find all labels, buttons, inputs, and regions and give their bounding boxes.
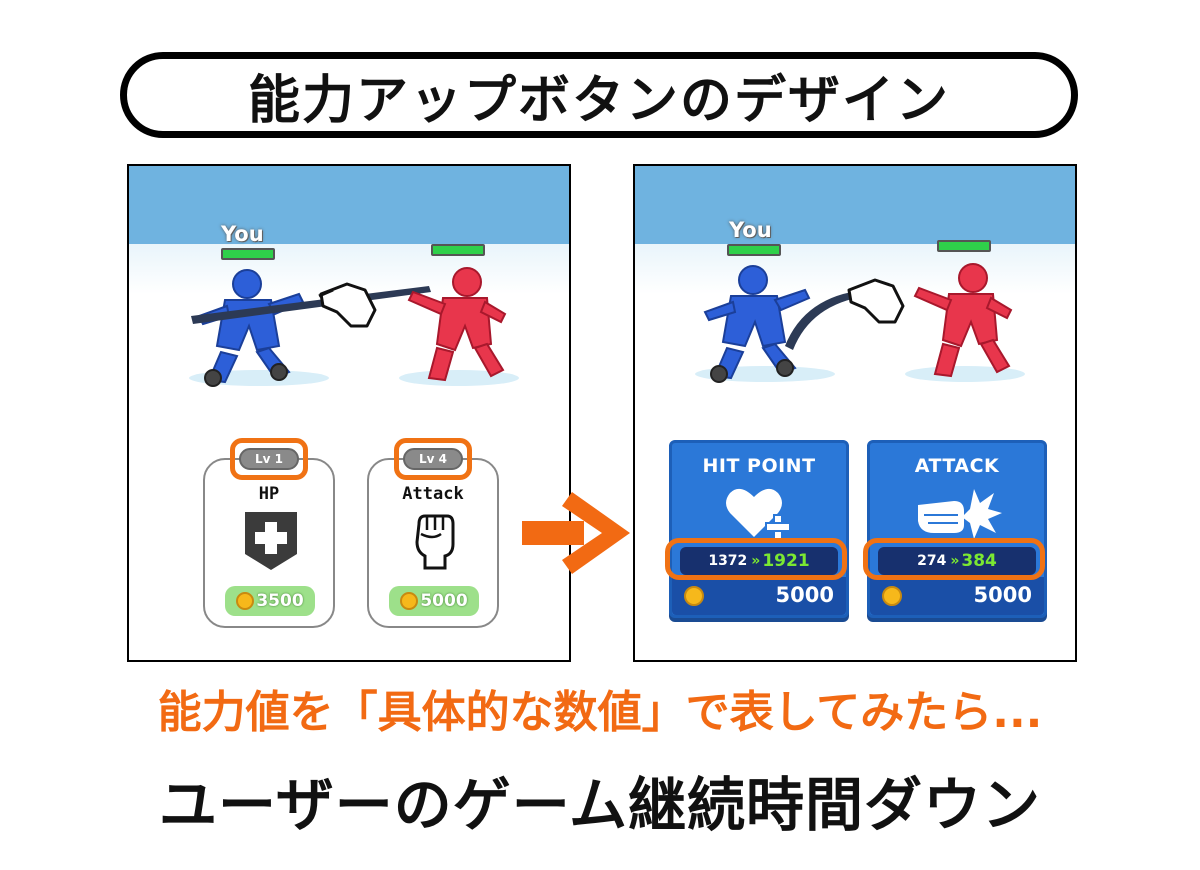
price-button[interactable]: 5000 xyxy=(389,586,479,616)
card-name: Attack xyxy=(402,484,464,504)
attack-upgrade-card[interactable]: ATTACK 274 » 384 5000 xyxy=(867,440,1047,618)
player-label: You xyxy=(221,222,264,246)
fight-scene xyxy=(695,263,1025,383)
enemy-health-bar xyxy=(431,244,485,256)
plus-shield-icon xyxy=(245,512,297,570)
player-health-bar xyxy=(221,248,275,260)
level-badge: Lv 1 xyxy=(239,448,299,470)
stat-preview: 274 » 384 xyxy=(878,547,1036,575)
hit-point-upgrade-card[interactable]: HIT POINT 1372 » 1921 5000 xyxy=(669,440,849,618)
fight-scene xyxy=(189,267,519,387)
player-label: You xyxy=(729,218,772,242)
card-name: HIT POINT xyxy=(702,455,816,477)
stat-highlight xyxy=(665,538,847,580)
old-design-panel: You xyxy=(127,164,571,662)
card-name: HP xyxy=(258,484,280,504)
cost-button[interactable]: 5000 xyxy=(672,577,846,615)
enemy-fighter xyxy=(913,263,1013,378)
sky xyxy=(129,166,569,244)
page-title: 能力アップボタンのデザイン xyxy=(120,52,1078,138)
level-highlight xyxy=(230,438,308,480)
attack-upgrade-card[interactable]: Attack 5000 xyxy=(367,458,499,628)
tap-hand-icon xyxy=(318,282,377,328)
coin-icon xyxy=(882,586,902,606)
heart-plus-icon xyxy=(726,488,791,540)
cost-button[interactable]: 5000 xyxy=(870,577,1044,615)
caption: 能力値を「具体的な数値」で表してみたら... xyxy=(157,687,1043,738)
enemy-shadow xyxy=(399,370,519,386)
coin-icon xyxy=(236,592,255,610)
player-fighter xyxy=(197,269,305,387)
player-fighter xyxy=(703,265,811,383)
card-name: ATTACK xyxy=(914,455,1000,477)
enemy-fighter xyxy=(407,267,507,382)
fist-impact-icon xyxy=(918,489,1002,539)
player-health-bar xyxy=(727,244,781,256)
tap-hand-icon xyxy=(847,278,905,324)
fist-icon xyxy=(415,514,455,570)
coin-icon xyxy=(684,586,704,606)
level-badge: Lv 4 xyxy=(403,448,463,470)
level-highlight xyxy=(394,438,472,480)
stat-highlight xyxy=(863,538,1045,580)
conclusion-text: ユーザーのゲーム継続時間ダウン xyxy=(158,771,1042,839)
stat-preview: 1372 » 1921 xyxy=(680,547,838,575)
sword-icon xyxy=(191,286,431,324)
arrow-right-icon xyxy=(522,492,630,574)
coin-icon xyxy=(400,592,419,610)
price-button[interactable]: 3500 xyxy=(225,586,315,616)
hp-upgrade-card[interactable]: HP 3500 xyxy=(203,458,335,628)
enemy-health-bar xyxy=(937,240,991,252)
new-design-panel: You HIT POINT xyxy=(633,164,1077,662)
sky xyxy=(635,166,1075,244)
